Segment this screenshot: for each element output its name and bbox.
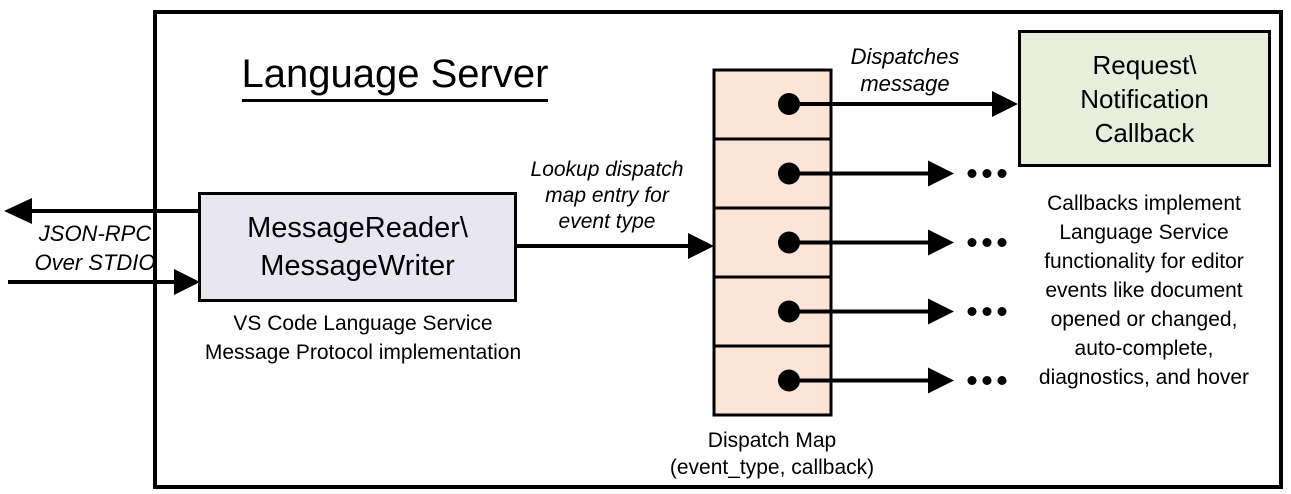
callback-caption: Callbacks implement Language Service fun… (1008, 189, 1280, 392)
callback-caption-line: Callbacks implement (1047, 192, 1241, 215)
ellipsis-icon (967, 307, 1007, 316)
dispatch-arrow (789, 298, 954, 325)
language-server-outer-box (153, 10, 1283, 489)
diagram-title: Language Server (241, 52, 549, 102)
callback-caption-line: opened or changed, (1050, 308, 1238, 331)
callback-label-line: Request\ (1092, 49, 1197, 80)
stdio-in-arrow (8, 269, 200, 295)
ellipsis-icon (967, 238, 1007, 247)
dispatch-arrow (789, 160, 954, 187)
lookup-arrow (517, 233, 714, 259)
message-reader-writer-label-line: MessageWriter (260, 250, 455, 282)
json-rpc-label-line: JSON-RPC (38, 221, 152, 246)
reader-caption-line: Message Protocol implementation (204, 341, 522, 364)
callback-caption-line: events like document (1045, 279, 1243, 302)
dispatches-message-label: Dispatches message (825, 43, 985, 97)
dispatches-message-label-line: message (860, 71, 950, 96)
stdio-out-arrow (4, 198, 198, 224)
reader-caption-line: VS Code Language Service (233, 312, 493, 335)
dispatch-map-caption: Dispatch Map (event_type, callback) (652, 427, 892, 481)
ellipsis-icon (967, 376, 1007, 385)
dispatch-map-caption-line: Dispatch Map (707, 429, 837, 452)
callback-caption-line: diagnostics, and hover (1038, 366, 1250, 389)
dispatch-arrow-to-callback (789, 91, 1018, 117)
callback-caption-line: functionality for editor (1044, 250, 1244, 273)
json-rpc-label-line: Over STDIO (34, 250, 156, 275)
dispatches-message-label-line: Dispatches (850, 44, 960, 69)
diagram-title-wrap: Language Server (195, 52, 595, 102)
dispatch-arrow (789, 367, 954, 394)
callback-caption-line: Language Service (1059, 221, 1229, 244)
message-reader-writer-box: MessageReader\ MessageWriter (198, 192, 517, 302)
callback-caption-line: auto-complete, (1074, 337, 1214, 360)
message-reader-writer-label-line: MessageReader\ (247, 212, 468, 244)
lookup-dispatch-label-line: event type (558, 210, 656, 233)
dispatch-arrow (789, 229, 954, 256)
dispatch-map-caption-line: (event_type, callback) (669, 456, 875, 479)
request-notification-callback-box: Request\ Notification Callback (1018, 30, 1271, 167)
ellipsis-icon (967, 169, 1007, 178)
callback-label-line: Callback (1094, 117, 1195, 148)
lookup-dispatch-label: Lookup dispatch map entry for event type (512, 157, 702, 235)
json-rpc-label: JSON-RPC Over STDIO (5, 219, 185, 277)
callback-label-line: Notification (1080, 83, 1209, 114)
lookup-dispatch-label-line: Lookup dispatch (530, 158, 684, 181)
lookup-dispatch-label-line: map entry for (545, 184, 669, 207)
reader-caption: VS Code Language Service Message Protoco… (163, 309, 563, 367)
